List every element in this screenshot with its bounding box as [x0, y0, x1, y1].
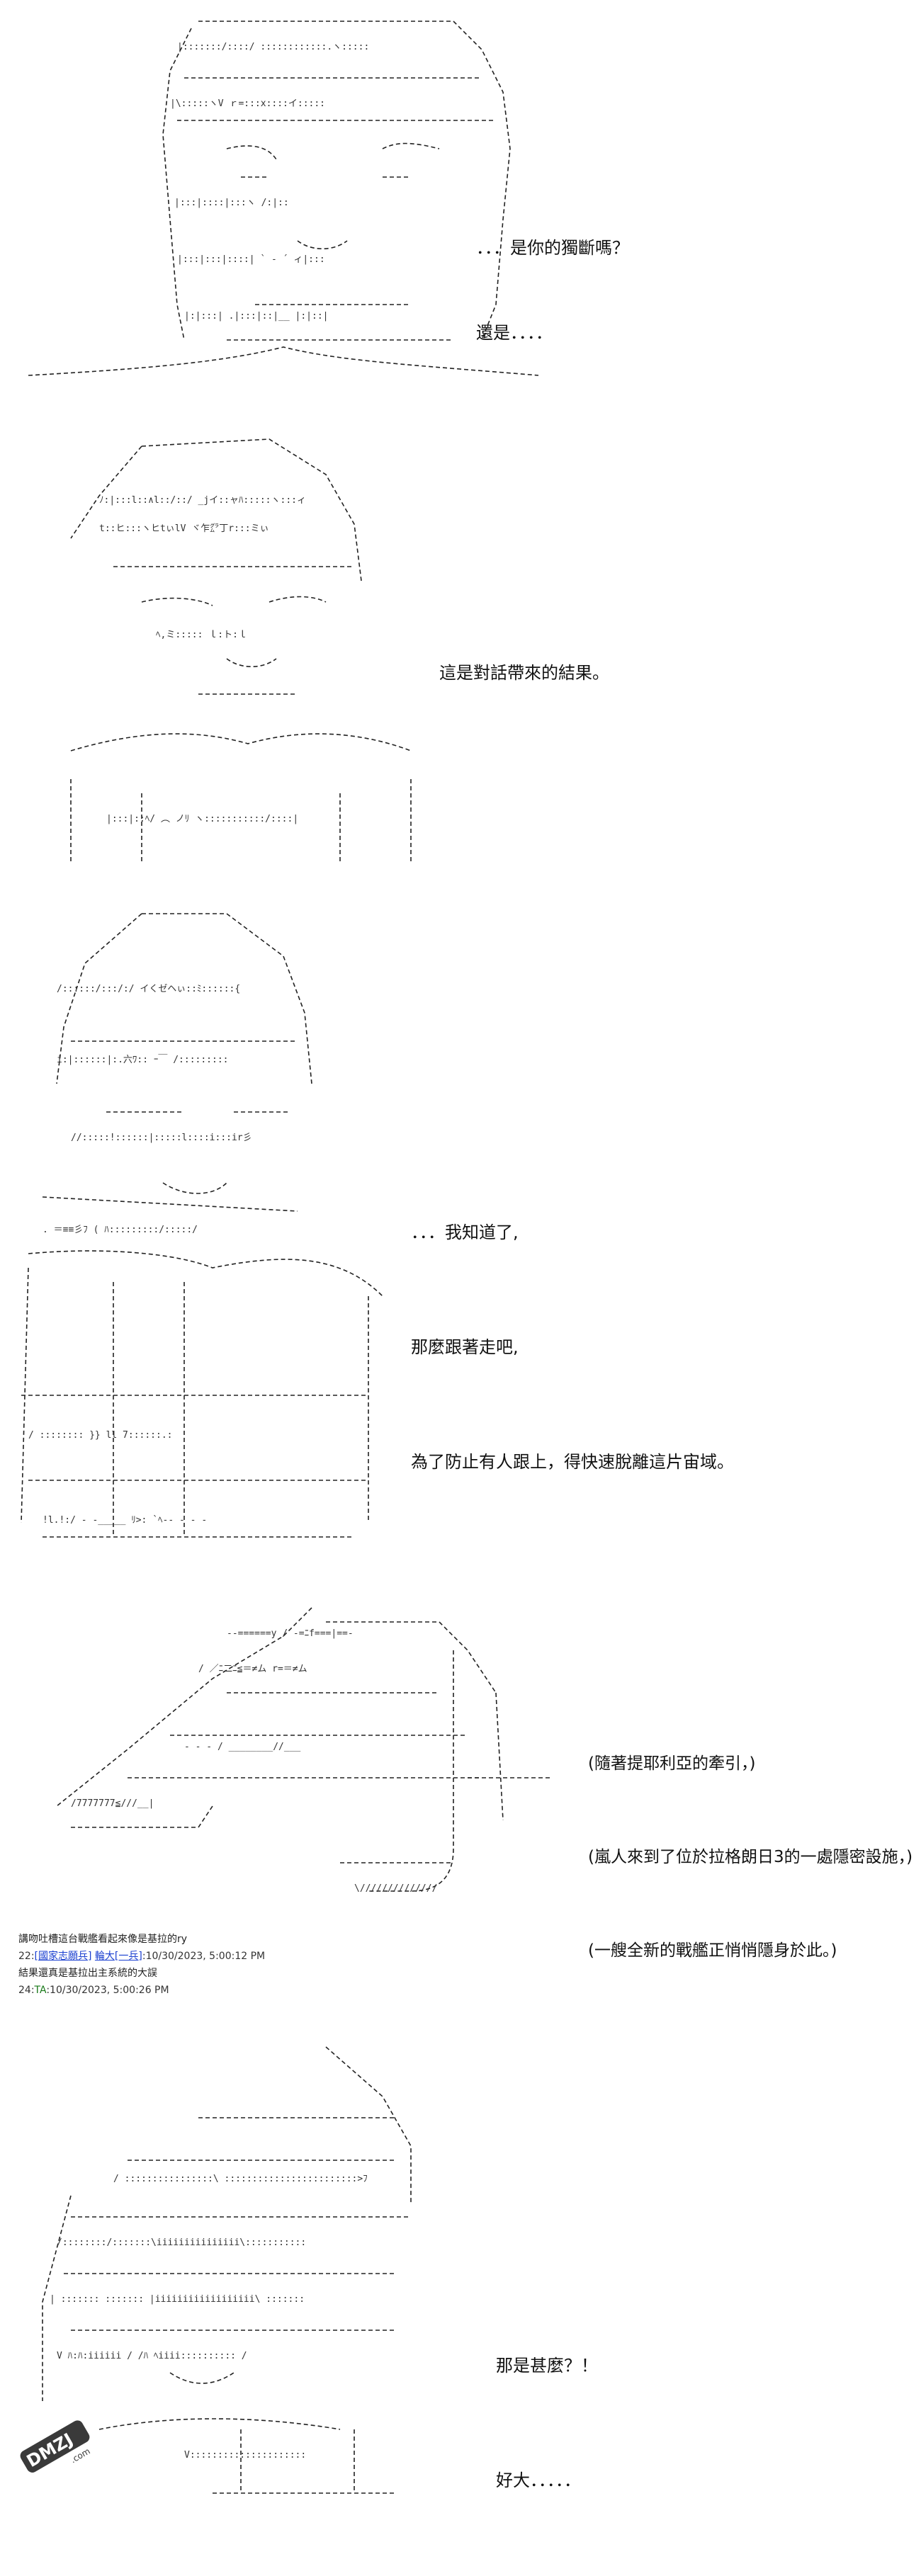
ascii-art-character-2: ﾉ:|:::l::∧l::/::/ _jイ::ャﾊ:::::ヽ:::ィ t::ヒ…: [57, 425, 425, 878]
svg-text:\//////////////: \//////////////: [354, 1883, 437, 1894]
svg-text:/ :::::::: }} ll 7: / :::::::: }} ll 7::::::.:: [28, 1430, 173, 1441]
ascii-art-character-5: / ::::::::::::::::\ ::::::::::::::::::::…: [28, 2033, 425, 2507]
dialogue-line: ．．．我知道了,: [411, 1222, 519, 1242]
panel-2: ﾉ:|:::l::∧l::/::/ _jイ::ャﾊ:::::ヽ:::ィ t::ヒ…: [0, 418, 921, 878]
user-name: TA: [34, 1985, 47, 1996]
dialogue-line: ．．．是你的獨斷嗎？: [476, 238, 629, 258]
user-rank-link[interactable]: [一兵]: [114, 1951, 142, 1962]
panel-5: / ::::::::::::::::\ ::::::::::::::::::::…: [0, 2026, 921, 2514]
svg-text:|:|:::| .|:::|::|__ |:|::|: |:|:::| .|:::|::|__ |:|::|: [184, 311, 329, 322]
svg-text:ﾍ,ミ::::: ｌ:ト:ｌ: ﾍ,ミ::::: ｌ:ト:ｌ: [156, 630, 247, 640]
ascii-art-character-3: /::::::/:::/:/ イくゼヘぃ::ﾐ::::::{ i:|::::::…: [0, 900, 397, 1565]
comment-header: 24:TA:10/30/2023, 5:00:26 PM: [18, 1983, 514, 1997]
dialogue-line: 那是甚麼？！: [496, 2356, 598, 2376]
dialogue-panel-5: 那是甚麼？！ 好大．．．．．: [496, 2270, 598, 2576]
svg-text:|:::|::::|:::ヽ /:|::: |:::|::::|:::ヽ /:|::: [174, 198, 289, 208]
narration-panel-4: (隨著提耶利亞的牽引，) (嵐人來到了位於拉格朗日3的一處隱密設施，) (一艘全…: [588, 1686, 912, 2029]
comment-header: 22:[國家志願兵] 輪大[一兵]:10/30/2023, 5:00:12 PM: [18, 1949, 514, 1963]
dialogue-line: 好大．．．．．: [496, 2470, 581, 2490]
ascii-art-spaceship: --======y / ‐=ﾆf===|==- / ／ﾆ二ﾆ≦＝≠ム r=＝≠ム…: [43, 1594, 553, 1905]
svg-text:V:::::::::::::::::::::: V:::::::::::::::::::::: [184, 2450, 306, 2461]
dialogue-line: 還是．．．．: [476, 323, 553, 343]
narration-line: (嵐人來到了位於拉格朗日3的一處隱密設施，): [588, 1848, 913, 1866]
panel-1: |:::::::/::::/ ::::::::::::.ヽ::::: |\:::…: [0, 0, 921, 411]
svg-text:/::::::::/:::::::\iiiiiiiiiiii: /::::::::/:::::::\iiiiiiiiiiiiiii\::::::…: [57, 2237, 306, 2248]
svg-text:‐ ‐ ‐ / ________//___: ‐ ‐ ‐ / ________//___: [184, 1742, 301, 1752]
svg-text:--======y / ‐=ﾆf===|==-: --======y / ‐=ﾆf===|==-: [227, 1628, 354, 1639]
post-time: :10/30/2023, 5:00:12 PM: [142, 1951, 266, 1962]
user-name-link[interactable]: 輪大: [94, 1951, 115, 1962]
comment-message: 講吻吐槽這台戰艦看起來像是基拉的ry: [18, 1934, 188, 1945]
narration-line: (隨著提耶利亞的牽引，): [588, 1754, 756, 1773]
svg-text:. ＝≡≡彡ﾌ ( ﾊ:::::::::/:::::/: . ＝≡≡彡ﾌ ( ﾊ:::::::::/:::::/: [43, 1225, 198, 1235]
comment-thread: 講吻吐槽這台戰艦看起來像是基拉的ry 22:[國家志願兵] 輪大[一兵]:10/…: [18, 1932, 514, 2000]
svg-text:| ::::::: ::::::: |iiiiiiiiiii: | ::::::: ::::::: |iiiiiiiiiiiiiiiiii\ :…: [50, 2294, 305, 2305]
post-number: 22:: [18, 1951, 35, 1962]
svg-text:|:::|::ﾍ/ ︵ ノﾘ ヽ:::::::::::: |:::|::ﾍ/ ︵ ノﾘ ヽ:::::::::::/::::|: [106, 814, 298, 824]
svg-text:/7777777≦///__|: /7777777≦///__|: [71, 1798, 154, 1809]
narration-line: (一艘全新的戰艦正悄悄隱身於此。): [588, 1941, 837, 1960]
comment-message: 結果還真是基拉出主系統的大誤: [18, 1968, 157, 1979]
svg-text:/ ::::::::::::::::\ ::::::::::: / ::::::::::::::::\ ::::::::::::::::::::…: [113, 2174, 368, 2184]
svg-text:ﾉ:|:::l::∧l::/::/ _jイ::ャﾊ:::::: ﾉ:|:::l::∧l::/::/ _jイ::ャﾊ:::::ヽ:::ィ: [99, 495, 306, 506]
dialogue-line: 為了防止有人跟上，得快速脫離這片宙域。: [411, 1452, 734, 1472]
svg-text:|:::|:::|::::| ` ‐ ´ ィ|:::: |:::|:::|::::| ` ‐ ´ ィ|:::: [177, 254, 325, 265]
panel-3: /::::::/:::/:/ イくゼヘぃ::ﾐ::::::{ i:|::::::…: [0, 892, 921, 1572]
dialogue-panel-3: ．．．我知道了, 那麼跟著走吧, 為了防止有人跟上，得快速脫離這片宙域。: [411, 1137, 734, 1557]
svg-text:|:::::::/::::/ ::::::::::::.ヽ:: |:::::::/::::/ ::::::::::::.ヽ:::::: [177, 42, 369, 52]
svg-text:i:|::::::|:.六ﾜ:: ｰ￣ /::::::: i:|::::::|:.六ﾜ:: ｰ￣ /:::::::::: [57, 1055, 229, 1065]
svg-text:t::ヒ:::ヽヒtぃlV ヾ乍㌘丁r:::ミぃ: t::ヒ:::ヽヒtぃlV ヾ乍㌘丁r:::ミぃ: [99, 523, 269, 534]
svg-text:/::::::/:::/:/ イくゼヘぃ::ﾐ::::::: /::::::/:::/:/ イくゼヘぃ::ﾐ::::::{: [57, 984, 240, 994]
post-time: :10/30/2023, 5:00:26 PM: [46, 1985, 169, 1996]
dmzj-logo: DMZJ .com: [13, 2405, 98, 2490]
dialogue-panel-1: ．．．是你的獨斷嗎？ 還是．．．．: [476, 177, 629, 404]
dialogue-panel-2: 這是對話帶來的結果。: [439, 602, 609, 744]
panel-4: --======y / ‐=ﾆf===|==- / ／ﾆ二ﾆ≦＝≠ム r=＝≠ム…: [0, 1587, 921, 1960]
svg-text:V ﾊ:ﾊ:iiiiii / /ﾊ ﾍiiii:::::: V ﾊ:ﾊ:iiiiii / /ﾊ ﾍiiii:::::::::: /: [57, 2351, 247, 2361]
user-tag-link[interactable]: [國家志願兵]: [34, 1951, 92, 1962]
dialogue-line: 這是對話帶來的結果。: [439, 663, 609, 683]
post-number: 24:: [18, 1985, 35, 1996]
svg-text:!l.!:/ ‐ ‐_____ ﾘ>: `ﾍ‐‐ ‐: !l.!:/ ‐ ‐_____ ﾘ>: `ﾍ‐‐ ‐ ‐ ‐: [43, 1515, 207, 1526]
svg-text:/ ／ﾆ二ﾆ≦＝≠ム r=＝≠ム: / ／ﾆ二ﾆ≦＝≠ム r=＝≠ム: [198, 1664, 307, 1674]
svg-text:|\:::::ヽV ｒ=:::x::::イ:::::: |\:::::ヽV ｒ=:::x::::イ:::::: [170, 98, 325, 109]
ascii-art-character-1: |:::::::/::::/ ::::::::::::.ヽ::::: |\:::…: [14, 7, 560, 404]
dialogue-line: 那麼跟著走吧,: [411, 1337, 519, 1357]
svg-text://:::::!::::::|:::::l::::i:::i: //:::::!::::::|:::::l::::i:::ir彡: [71, 1133, 252, 1143]
